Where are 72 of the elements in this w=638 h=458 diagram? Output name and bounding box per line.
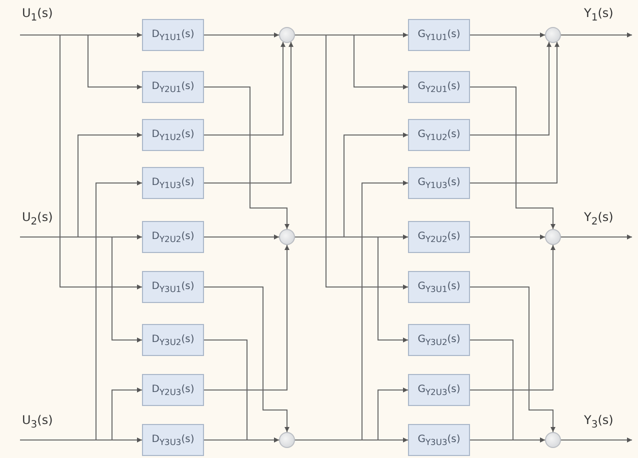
block-label: G$_{Y3U1}$(s) [418,280,460,294]
input-label: U$_{3}$(s) [22,413,53,430]
block-label: D$_{Y1U3}$(s) [152,176,194,190]
signal-arrow [560,32,632,38]
transfer-block [142,271,204,303]
signal-arrow [204,86,290,230]
output-label: Y$_{3}$(s) [584,413,614,430]
transfer-block [142,119,204,151]
signal-arrow [470,286,556,432]
summing-junction [545,229,561,245]
signal-arrow [470,438,546,442]
transfer-block [408,119,470,151]
transfer-block [408,324,470,356]
transfer-block [142,71,204,103]
block-label: D$_{Y3U3}$(s) [152,434,194,446]
summing-junction [545,432,561,448]
transfer-block [408,374,470,406]
transfer-block [142,221,204,253]
input-label: U$_{1}$(s) [22,6,53,24]
transfer-block [142,424,204,456]
summing-junction [279,432,295,448]
signal-arrow [560,234,632,240]
signal-arrow [470,234,546,240]
signal-arrow [20,438,142,442]
block-label: G$_{Y1U2}$(s) [418,128,460,142]
signal-arrow [204,244,290,390]
signal-arrow [20,236,142,342]
block-label: G$_{Y2U2}$(s) [418,230,460,244]
block-label: D$_{Y2U1}$(s) [152,80,194,94]
transfer-block [408,221,470,253]
block-label: D$_{Y3U2}$(s) [152,334,194,346]
signal-arrow [470,244,556,390]
block-label: D$_{Y3U1}$(s) [152,280,194,294]
block-label: G$_{Y2U1}$(s) [418,80,460,94]
signal-arrow [204,286,290,432]
block-label: D$_{Y1U1}$(s) [152,28,194,42]
signal-arrow [470,41,560,184]
output-label: Y$_{1}$(s) [584,6,614,24]
transfer-block [408,271,470,303]
signal-arrow [294,236,408,342]
signal-arrow [204,41,294,184]
output-label: Y$_{2}$(s) [584,210,614,228]
signal-arrow [470,41,552,136]
block-label: G$_{Y1U1}$(s) [418,28,460,42]
transfer-block [142,167,204,199]
block-label: D$_{Y2U2}$(s) [152,230,194,244]
signal-arrow [204,438,280,442]
signal-arrow [20,34,142,290]
transfer-block [142,19,204,51]
block-label: G$_{Y1U3}$(s) [418,176,460,190]
block-label: D$_{Y2U3}$(s) [152,384,194,396]
transfer-block [408,19,470,51]
block-label: G$_{Y3U2}$(s) [418,334,460,346]
signal-arrow [294,438,408,442]
signal-arrow [204,234,280,240]
summing-junction [279,27,295,43]
block-label: G$_{Y2U3}$(s) [418,384,460,396]
transfer-block [142,324,204,356]
signal-arrow [204,41,286,136]
summing-junction [279,229,295,245]
input-label: U$_{2}$(s) [22,210,53,228]
block-label: D$_{Y1U2}$(s) [152,128,194,142]
transfer-block [408,71,470,103]
signal-arrow [470,32,546,38]
transfer-block [408,424,470,456]
transfer-block [142,374,204,406]
signal-arrow [470,86,556,230]
signal-arrow [204,32,280,38]
signal-arrow [560,438,632,442]
block-label: G$_{Y3U3}$(s) [418,434,460,446]
transfer-block [408,167,470,199]
summing-junction [545,27,561,43]
